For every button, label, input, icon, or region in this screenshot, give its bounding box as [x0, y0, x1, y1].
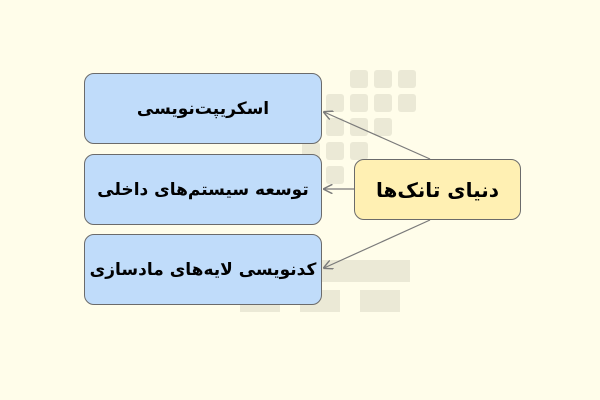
child-node-scripting: اسکریپت‌نویسی [84, 73, 322, 144]
root-node: دنیای تانک‌ها [354, 159, 521, 220]
child-node-label: اسکریپت‌نویسی [136, 98, 270, 119]
edge-root-to-child-1 [324, 112, 431, 160]
child-node-label: توسعه سیستم‌های داخلی [97, 179, 309, 200]
child-node-label: کدنویسی لایه‌های مادسازی [89, 259, 317, 280]
child-node-modding-layers: کدنویسی لایه‌های مادسازی [84, 234, 322, 305]
edge-root-to-child-3 [324, 219, 431, 268]
root-node-label: دنیای تانک‌ها [375, 177, 500, 202]
child-node-internal-systems: توسعه سیستم‌های داخلی [84, 154, 322, 225]
